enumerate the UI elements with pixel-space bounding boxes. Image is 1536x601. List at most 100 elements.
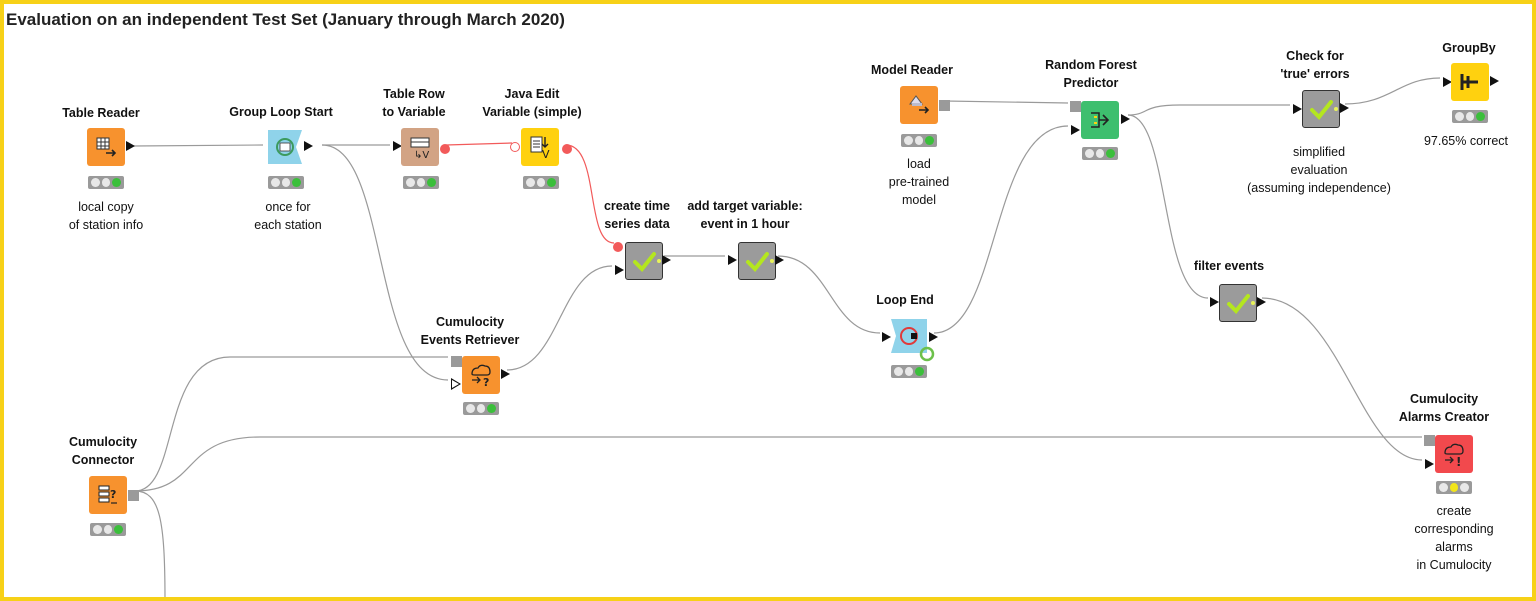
node-label-loop-end: Loop End bbox=[876, 293, 934, 307]
groupby-icon bbox=[1460, 74, 1478, 90]
node-label-table-row-to-variable: Table Row to Variable bbox=[382, 87, 446, 119]
node-note-groupby: 97.65% correct bbox=[1423, 134, 1509, 148]
input-port[interactable] bbox=[1443, 77, 1452, 87]
connector-icon: ? bbox=[98, 485, 117, 504]
node-java-edit-variable[interactable]: V bbox=[521, 128, 559, 166]
wire-loop-end-to-predictor bbox=[933, 125, 1069, 334]
node-random-forest-predictor[interactable] bbox=[1081, 101, 1119, 139]
output-port[interactable] bbox=[1340, 103, 1349, 113]
svg-text:!: ! bbox=[1456, 455, 1461, 469]
node-groupby[interactable] bbox=[1451, 63, 1489, 101]
input-port[interactable] bbox=[393, 141, 402, 151]
variable-wire-java-to-time-series bbox=[565, 144, 615, 244]
check-icon bbox=[633, 252, 661, 272]
table-icon bbox=[96, 137, 117, 157]
loop-start-icon bbox=[268, 130, 302, 164]
model-reader-icon bbox=[909, 95, 930, 114]
java-variable-icon: V bbox=[530, 136, 550, 161]
check-icon bbox=[746, 252, 774, 272]
node-create-time-series[interactable] bbox=[625, 242, 663, 280]
input-port[interactable] bbox=[1210, 297, 1219, 307]
status-indicator bbox=[523, 176, 559, 189]
output-port[interactable] bbox=[304, 141, 313, 151]
input-port[interactable] bbox=[728, 255, 737, 265]
wire-predictor-to-filter bbox=[1127, 114, 1209, 299]
input-port[interactable] bbox=[1293, 104, 1302, 114]
node-cumulocity-alarms-creator[interactable]: ! bbox=[1435, 435, 1473, 473]
input-port[interactable] bbox=[882, 332, 891, 342]
node-note-table-reader: local copy of station info bbox=[68, 200, 144, 232]
status-indicator bbox=[1452, 110, 1488, 123]
wire-connector-to-alarms-creator bbox=[134, 436, 1422, 492]
node-label-random-forest-predictor: Random Forest Predictor bbox=[1045, 58, 1137, 90]
input-port[interactable] bbox=[1071, 125, 1080, 135]
output-port[interactable] bbox=[501, 369, 510, 379]
node-label-model-reader: Model Reader bbox=[871, 63, 953, 77]
alarm-icon: ! bbox=[1444, 443, 1464, 469]
input-port[interactable] bbox=[615, 265, 624, 275]
output-port[interactable] bbox=[775, 255, 784, 265]
wire-connector-down bbox=[134, 490, 166, 597]
node-filter-events[interactable] bbox=[1219, 284, 1257, 322]
status-indicator bbox=[1082, 147, 1118, 160]
node-model-reader[interactable] bbox=[900, 86, 938, 124]
wire-loop-start-to-events-retriever bbox=[321, 144, 449, 381]
node-group-loop-start[interactable] bbox=[266, 128, 304, 166]
node-label-create-time-series: create time series data bbox=[603, 199, 670, 231]
connection-input-port[interactable] bbox=[451, 356, 462, 367]
node-loop-end[interactable] bbox=[891, 317, 935, 362]
wire-filter-to-alarms bbox=[1261, 297, 1423, 461]
node-check-true-errors[interactable] bbox=[1302, 90, 1340, 128]
node-label-table-reader: Table Reader bbox=[62, 106, 140, 120]
variable-input-port[interactable] bbox=[613, 242, 623, 252]
output-port[interactable] bbox=[1490, 76, 1499, 86]
variable-wire-row-to-java bbox=[445, 142, 513, 146]
node-cumulocity-connector[interactable]: ? bbox=[89, 476, 127, 514]
connection-input-port[interactable] bbox=[1424, 435, 1435, 446]
variable-input-port[interactable] bbox=[510, 142, 520, 152]
node-note-model-reader: load pre-trained model bbox=[888, 157, 950, 207]
row-to-variable-icon: ↳V bbox=[410, 137, 430, 161]
node-label-cumulocity-events-retriever: Cumulocity Events Retriever bbox=[420, 315, 520, 347]
node-label-cumulocity-alarms-creator: Cumulocity Alarms Creator bbox=[1398, 392, 1490, 424]
check-icon bbox=[1310, 100, 1338, 120]
output-port[interactable] bbox=[662, 255, 671, 265]
node-label-java-edit-variable: Java Edit Variable (simple) bbox=[482, 87, 582, 119]
output-port[interactable] bbox=[1257, 297, 1266, 307]
node-cumulocity-events-retriever[interactable]: ? bbox=[462, 356, 500, 394]
variable-output-port[interactable] bbox=[562, 144, 572, 154]
wire-target-to-loop-end bbox=[777, 255, 881, 334]
status-indicator bbox=[268, 176, 304, 189]
output-port[interactable] bbox=[126, 141, 135, 151]
loop-end-icon bbox=[891, 319, 935, 362]
svg-text:?: ? bbox=[483, 376, 489, 389]
wire-predictor-to-check bbox=[1127, 104, 1290, 116]
model-input-port[interactable] bbox=[1070, 101, 1081, 112]
node-label-filter-events: filter events bbox=[1193, 259, 1265, 273]
check-icon bbox=[1227, 294, 1255, 314]
svg-text:↳V: ↳V bbox=[414, 150, 429, 161]
output-port[interactable] bbox=[929, 332, 938, 342]
input-port[interactable] bbox=[451, 378, 461, 390]
cloud-events-icon: ? bbox=[471, 364, 491, 389]
model-output-port[interactable] bbox=[939, 100, 950, 111]
wire-table-reader-to-loop-start bbox=[132, 144, 264, 147]
status-indicator bbox=[901, 134, 937, 147]
connection-output-port[interactable] bbox=[128, 490, 139, 501]
node-table-row-to-variable[interactable]: ↳V bbox=[401, 128, 439, 166]
status-indicator bbox=[88, 176, 124, 189]
wire-model-reader-to-predictor bbox=[944, 100, 1069, 104]
variable-output-port[interactable] bbox=[440, 144, 450, 154]
status-indicator bbox=[403, 176, 439, 189]
status-indicator bbox=[891, 365, 927, 378]
wire-connector-to-events-retriever bbox=[134, 356, 448, 492]
svg-text:?: ? bbox=[110, 488, 116, 501]
node-label-cumulocity-connector: Cumulocity Connector bbox=[68, 435, 138, 467]
node-note-group-loop-start: once for each station bbox=[254, 200, 322, 232]
output-port[interactable] bbox=[1121, 114, 1130, 124]
status-indicator bbox=[90, 523, 126, 536]
input-port[interactable] bbox=[1425, 459, 1434, 469]
node-table-reader[interactable] bbox=[87, 128, 125, 166]
node-add-target-variable[interactable] bbox=[738, 242, 776, 280]
